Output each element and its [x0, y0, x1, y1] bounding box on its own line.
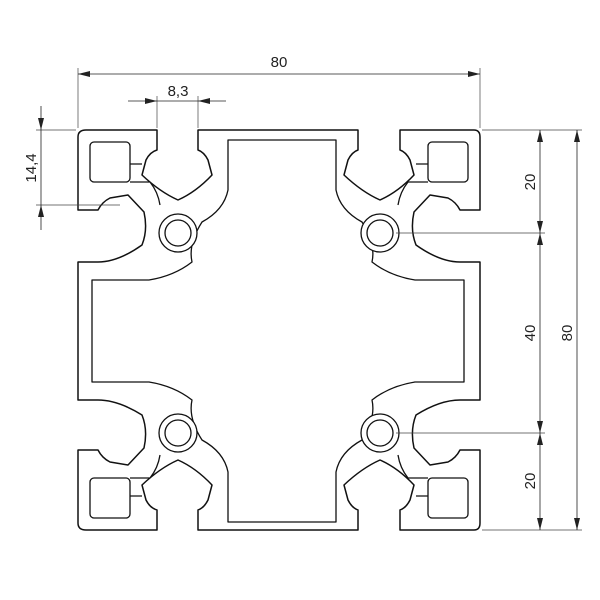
web-top-left — [130, 163, 161, 206]
core-bore-bottom-right — [360, 413, 400, 453]
web-top-right — [397, 163, 428, 206]
corner-cavity-bottom-left — [89, 477, 131, 519]
dim-label-overall-width: 80 — [271, 54, 288, 71]
corner-cavity-top-right — [427, 141, 469, 183]
central-cavity — [91, 139, 465, 523]
web-bottom-right — [397, 454, 428, 497]
dimension-right-chain: 20 40 20 — [396, 129, 582, 531]
dimension-overall-height: 80 — [559, 130, 580, 530]
corner-cavity-top-left — [89, 141, 131, 183]
corner-cavity-bottom-right — [427, 477, 469, 519]
dim-label-right-middle: 40 — [522, 325, 539, 342]
core-bore-top-right — [360, 213, 400, 253]
dim-label-right-lower: 20 — [522, 473, 539, 490]
dim-label-slot-width: 8,3 — [168, 83, 189, 100]
core-bore-top-left — [158, 213, 198, 253]
dimension-slot-depth: 14,4 — [23, 106, 120, 230]
web-bottom-left — [130, 454, 161, 497]
dim-label-overall-height: 80 — [559, 325, 576, 342]
dim-label-right-upper: 20 — [522, 174, 539, 191]
dimension-overall-width: 80 — [77, 54, 481, 128]
dim-label-slot-depth: 14,4 — [23, 153, 40, 182]
aluminium-profile — [77, 129, 481, 531]
dimension-slot-width: 8,3 — [128, 83, 226, 128]
core-bore-bottom-left — [158, 413, 198, 453]
